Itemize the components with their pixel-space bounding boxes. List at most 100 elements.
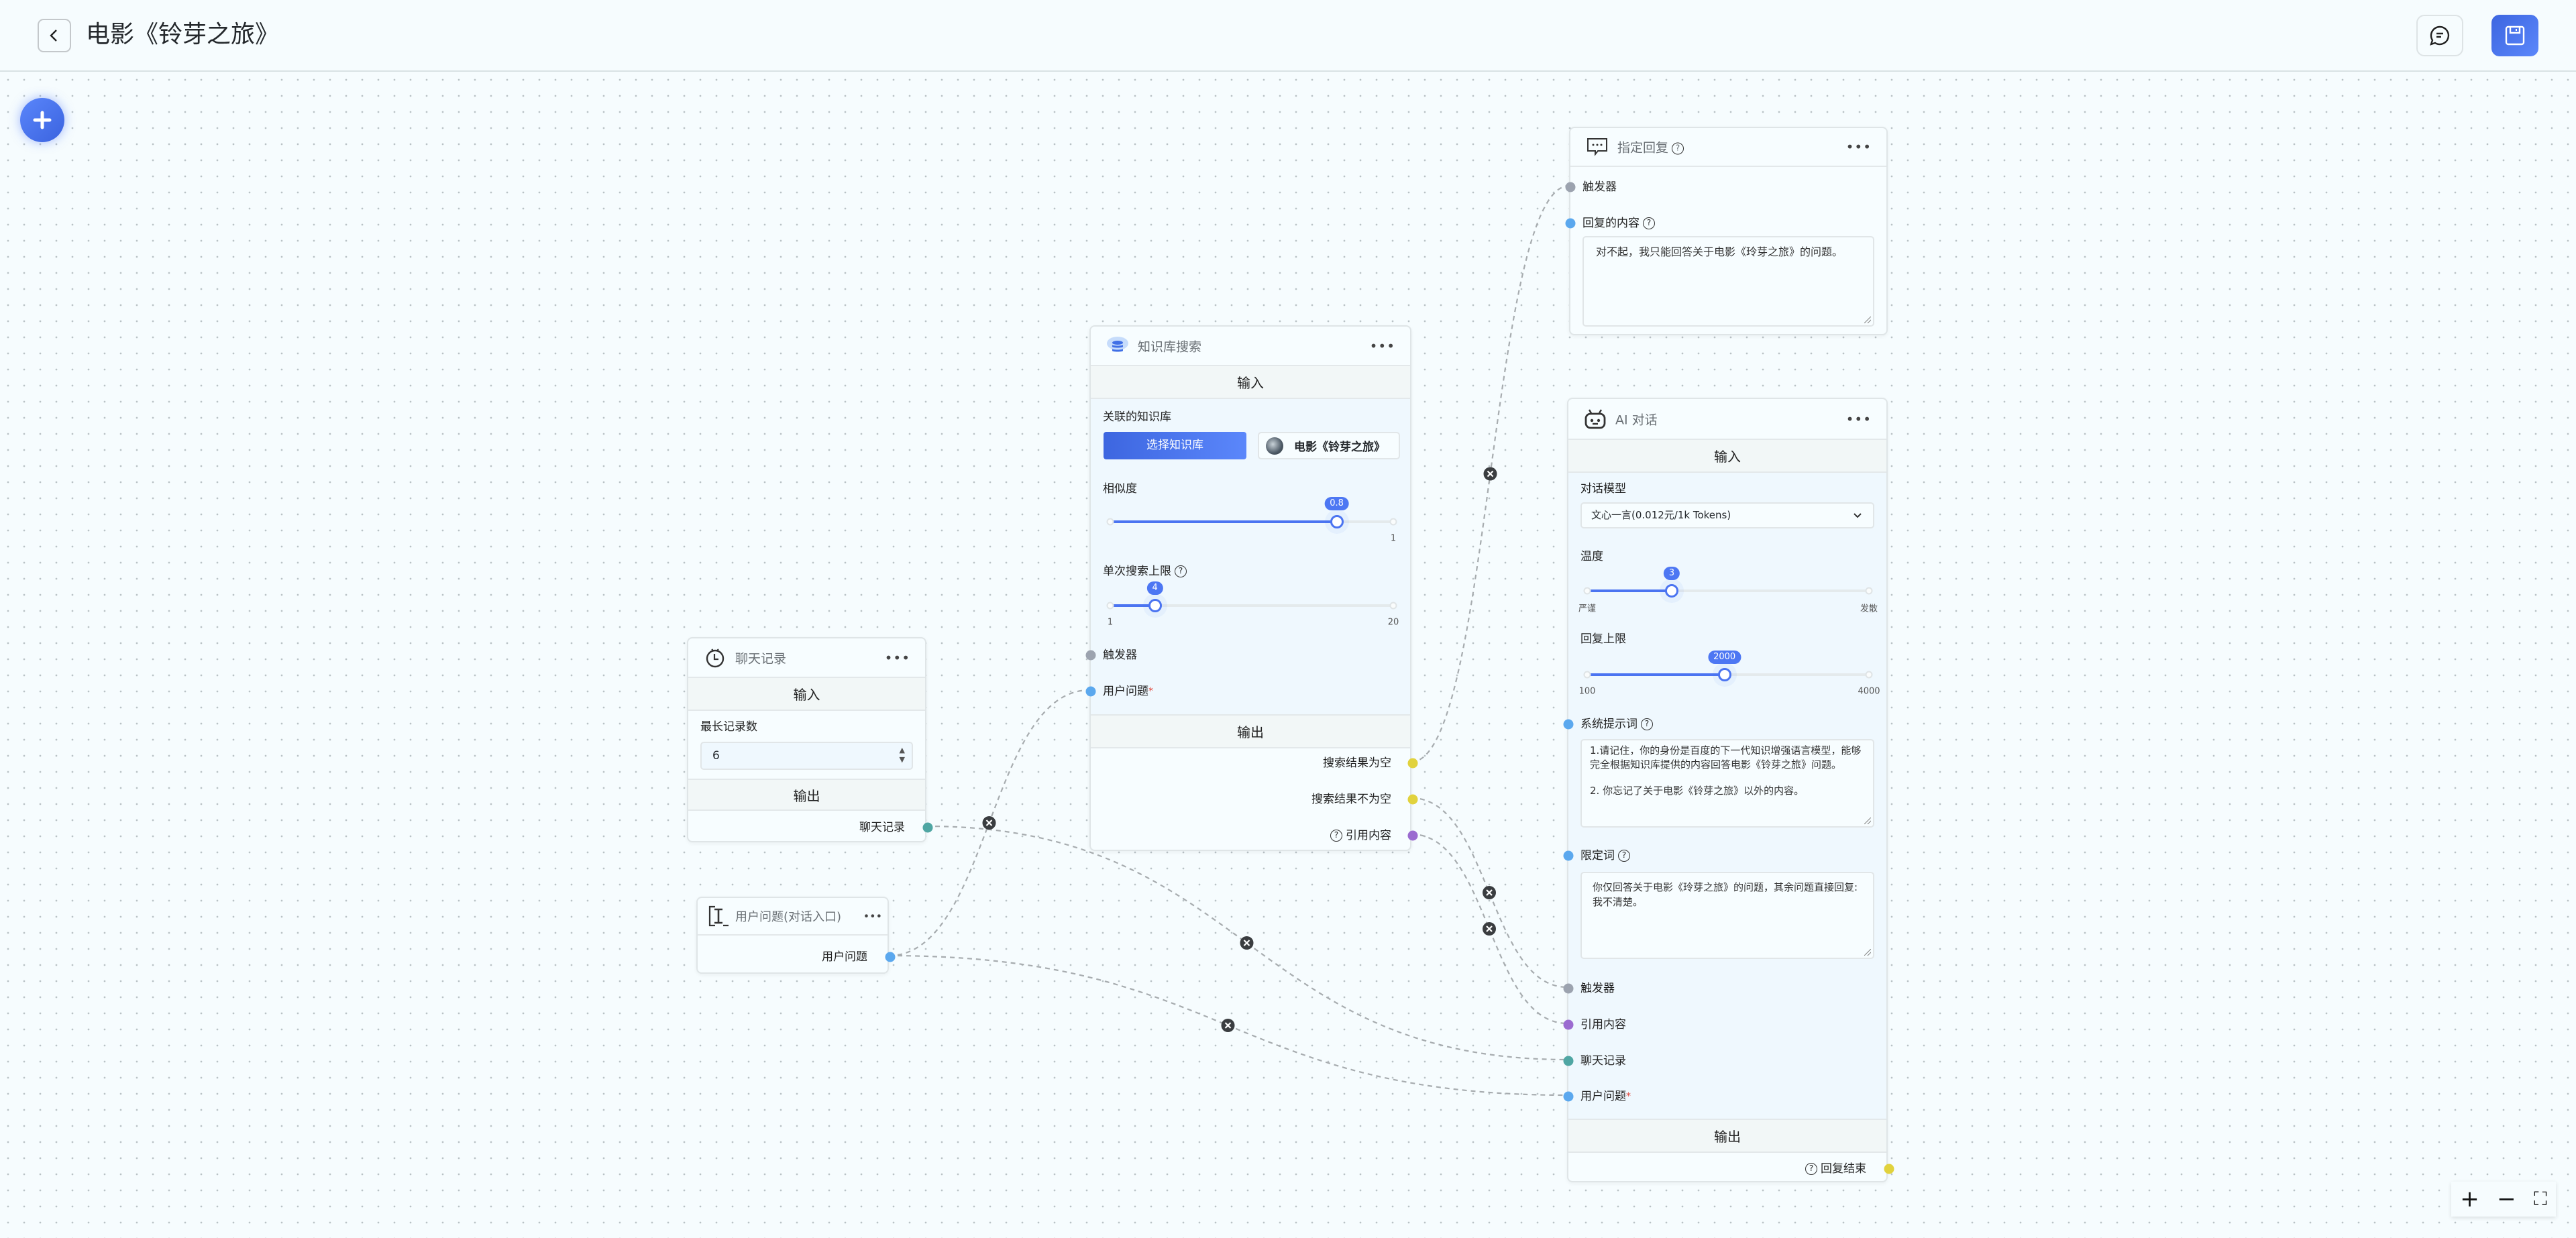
kb-chip-label: 电影《铃芽之旅》 (1294, 441, 1385, 454)
system-prompt-text: 系统提示词 (1580, 718, 1638, 731)
user-question-input-label: 用户问题* (1580, 1089, 1631, 1104)
temperature-slider[interactable]: 3 (1583, 567, 1873, 598)
top-bar: 电影《铃芽之旅》 (0, 0, 2576, 72)
temperature-max-label: 发散 (1860, 604, 1878, 614)
search-limit-text: 单次搜索上限 (1103, 565, 1171, 578)
zoom-out-button[interactable]: − (2497, 1186, 2516, 1213)
trigger-input-port[interactable] (1565, 182, 1576, 192)
system-prompt-line-2: 2. 你忘记了关于电影《铃芽之旅》以外的内容。 (1590, 785, 1805, 797)
trigger-input-port[interactable] (1563, 983, 1574, 994)
system-prompt-port[interactable] (1563, 719, 1574, 730)
trigger-input-port[interactable] (1085, 650, 1096, 661)
help-icon[interactable]: ? (1175, 565, 1187, 577)
slider-min-dot (1583, 587, 1591, 595)
kb-search-node[interactable]: 知识库搜索 ••• 输入 关联的知识库 选择知识库 电影《铃芽之旅》 相似度 0… (1085, 325, 1418, 851)
user-question-input-label: 用户问题* (1103, 684, 1153, 699)
chat-history-input-label: 聊天记录 (1580, 1054, 1626, 1068)
reply-end-output-port[interactable] (1884, 1164, 1894, 1174)
limit-words-textarea[interactable]: 你仅回答关于电影《玲芽之旅》的问题，其余问题直接回复: 我不清楚。 (1580, 872, 1874, 959)
search-limit-min-label: 1 (1107, 617, 1114, 628)
linked-kb-label: 关联的知识库 (1103, 410, 1171, 424)
user-question-output-port[interactable] (885, 952, 896, 962)
slider-thumb[interactable] (1717, 668, 1731, 681)
clock-icon (703, 646, 727, 670)
max-records-input[interactable]: 6 ▲▼ (700, 742, 913, 770)
max-records-value: 6 (712, 749, 720, 763)
reply-content-textarea[interactable]: 对不起，我只能回答关于电影《玲芽之旅》的问题。 (1582, 236, 1874, 327)
slider-max-dot (1865, 671, 1873, 679)
quote-input-port[interactable] (1563, 1019, 1574, 1030)
back-button[interactable] (38, 19, 71, 52)
model-select-value: 文心一言(0.012元/1k Tokens) (1591, 509, 1731, 521)
node-header[interactable]: 用户问题(对话入口) ••• (698, 898, 888, 936)
slider-min-dot (1583, 671, 1591, 679)
node-header[interactable]: 指定回复? ••• (1570, 128, 1886, 167)
stepper-arrows-icon[interactable]: ▲▼ (899, 746, 905, 764)
more-menu-icon[interactable]: ••• (1845, 410, 1872, 427)
zoom-in-button[interactable]: + (2460, 1186, 2479, 1213)
help-icon[interactable]: ? (1330, 830, 1342, 842)
similarity-slider[interactable]: 0.8 (1106, 497, 1397, 528)
user-question-input-port[interactable] (1085, 686, 1096, 697)
floppy-disk-icon (2505, 25, 2525, 46)
user-question-input-port[interactable] (1563, 1091, 1574, 1102)
max-tokens-min-label: 100 (1578, 686, 1596, 697)
node-title: 知识库搜索 (1138, 339, 1202, 354)
max-tokens-slider[interactable]: 2000 (1583, 651, 1873, 681)
reply-content-port[interactable] (1565, 218, 1576, 229)
more-menu-icon[interactable]: ••• (863, 909, 882, 923)
input-section-header: 输入 (1568, 439, 1886, 473)
node-header[interactable]: 聊天记录 ••• (688, 638, 925, 678)
specified-reply-node[interactable]: 指定回复? ••• 触发器 回复的内容? 对不起，我只能回答关于电影《玲芽之旅》… (1565, 127, 1888, 335)
chat-history-input-port[interactable] (1563, 1056, 1574, 1066)
reply-end-output-label: ? 回复结束 (1805, 1162, 1866, 1176)
help-icon[interactable]: ? (1643, 217, 1655, 229)
ai-chat-node[interactable]: AI 对话 ••• 输入 对话模型 文心一言(0.012元/1k Tokens)… (1563, 398, 1894, 1182)
reply-content-text: 回复的内容 (1582, 217, 1640, 230)
chat-history-node[interactable]: 聊天记录 ••• 输入 最长记录数 6 ▲▼ 输出 聊天记录 (687, 637, 933, 842)
chat-test-button[interactable] (2416, 15, 2463, 56)
slider-thumb[interactable] (1148, 599, 1162, 612)
quote-output-port[interactable] (1407, 830, 1418, 841)
fit-view-button[interactable]: ⛶ (2534, 1188, 2547, 1210)
more-menu-icon[interactable]: ••• (1369, 337, 1395, 354)
non-empty-result-output-label: 搜索结果不为空 (1311, 793, 1391, 806)
kb-chip[interactable]: 电影《铃芽之旅》 (1258, 432, 1400, 459)
slider-fill (1110, 520, 1337, 523)
empty-result-output-label: 搜索结果为空 (1323, 756, 1391, 770)
node-title: 指定回复? (1617, 138, 1684, 156)
reply-end-output-text: 回复结束 (1821, 1162, 1866, 1176)
robot-icon (1583, 407, 1607, 431)
help-icon[interactable]: ? (1618, 850, 1630, 862)
node-header[interactable]: AI 对话 ••• (1568, 399, 1886, 440)
slider-thumb[interactable] (1665, 584, 1678, 598)
search-limit-slider[interactable]: 4 (1106, 581, 1397, 612)
help-icon[interactable]: ? (1805, 1163, 1817, 1175)
limit-words-text: 限定词 (1580, 849, 1615, 862)
slider-value: 3 (1663, 567, 1680, 580)
user-question-input-text: 用户问题 (1580, 1090, 1626, 1103)
user-question-node[interactable]: 用户问题(对话入口) ••• 用户问题 (696, 897, 896, 974)
temperature-min-label: 严谨 (1578, 604, 1597, 614)
slider-value: 0.8 (1324, 497, 1349, 510)
help-icon[interactable]: ? (1641, 718, 1653, 730)
plus-icon (33, 111, 52, 129)
non-empty-result-output-port[interactable] (1407, 794, 1418, 805)
node-header[interactable]: 知识库搜索 ••• (1091, 327, 1410, 366)
save-button[interactable] (2491, 15, 2538, 56)
model-select[interactable]: 文心一言(0.012元/1k Tokens) (1580, 502, 1874, 528)
slider-thumb[interactable] (1330, 515, 1344, 528)
select-kb-button[interactable]: 选择知识库 (1104, 432, 1246, 459)
similarity-label: 相似度 (1103, 482, 1137, 496)
more-menu-icon[interactable]: ••• (1845, 139, 1872, 155)
max-records-label: 最长记录数 (700, 720, 757, 734)
empty-result-output-port[interactable] (1407, 758, 1418, 769)
add-node-button[interactable] (20, 98, 64, 142)
system-prompt-textarea[interactable]: 1.请记住，你的身份是百度的下一代知识增强语言模型，能够完全根据知识库提供的内容… (1580, 739, 1874, 828)
chat-history-output-port[interactable] (922, 822, 933, 833)
help-icon[interactable]: ? (1672, 142, 1684, 154)
output-section-header: 输出 (688, 779, 925, 811)
more-menu-icon[interactable]: ••• (884, 649, 910, 666)
limit-words-port[interactable] (1563, 850, 1574, 861)
slider-max-dot (1865, 587, 1873, 595)
